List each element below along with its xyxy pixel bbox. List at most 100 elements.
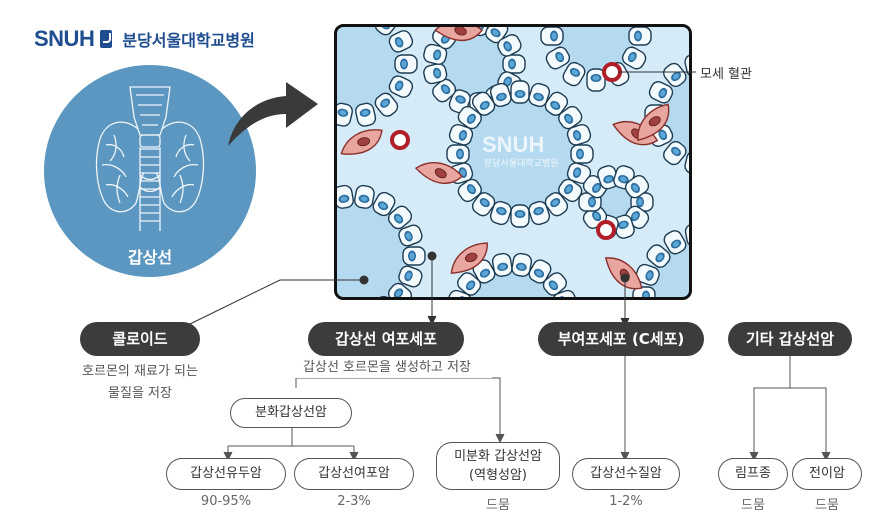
- parafollicular-cell-pill: 부여포세포 (C세포): [538, 322, 704, 356]
- metastatic-cancer-pill: 전이암: [792, 458, 862, 490]
- follicular-cell: [354, 184, 375, 209]
- follicular-cell: [528, 200, 551, 226]
- c-cell: [340, 129, 383, 155]
- follicular-cell-desc: 갑상선 호르몬을 생성하고 저장: [282, 358, 492, 378]
- follicular-cell: [374, 92, 399, 117]
- follicular-cell: [597, 165, 619, 190]
- follicular-cell: [448, 89, 471, 114]
- watermark-brand: SNUH: [482, 132, 544, 157]
- follicular-cell: [472, 259, 496, 284]
- follicular-cell: [457, 178, 482, 203]
- follicular-cell: [457, 105, 482, 130]
- medullary-rate: 1-2%: [609, 494, 643, 509]
- follicle: [423, 26, 526, 116]
- follicle: [447, 252, 577, 298]
- lymphoma-rate: 드뭄: [741, 498, 765, 513]
- follicular-cell: [336, 102, 353, 127]
- capillary: [596, 220, 616, 240]
- other-cancer-pill: 기타 갑상선암: [728, 322, 852, 356]
- follicular-cell: [471, 91, 496, 116]
- follicular-cell: [558, 105, 583, 130]
- follicular-cell: [388, 30, 414, 53]
- follicular-cell: [432, 78, 457, 103]
- follicular-cancer-pill: 갑상선여포암: [294, 458, 414, 490]
- anaplastic-rate: 드뭄: [486, 498, 510, 513]
- follicular-cell: [510, 80, 530, 104]
- follicular-cell: [387, 205, 413, 230]
- watermark-name: 분당서울대학교병원: [484, 158, 559, 168]
- follicular-cell: [489, 82, 512, 108]
- follicular-cell: [628, 26, 652, 46]
- c-cell: [414, 162, 464, 184]
- follicle: [446, 80, 594, 228]
- follicular-cell: [648, 81, 674, 104]
- follicular-cell: [621, 46, 647, 70]
- follicular-cell: [398, 224, 423, 247]
- follicular-cell: [372, 191, 396, 217]
- follicular-cell: [684, 222, 690, 247]
- logo-brand: SNUH: [34, 26, 95, 51]
- follicular-cell: [613, 214, 635, 239]
- follicular-cell: [398, 265, 423, 288]
- anaplastic-name-line2: (역형성암): [469, 468, 527, 483]
- follicular-cell: [663, 141, 687, 166]
- follicular-cell: [497, 34, 522, 57]
- c-cell: [450, 242, 488, 274]
- follicular-cell: [446, 144, 470, 164]
- follicular-cell: [646, 244, 671, 268]
- follicular-cell: [566, 162, 592, 185]
- follicular-cancer-rate: 2-3%: [337, 494, 371, 509]
- follicular-cell: [663, 62, 687, 87]
- follicular-cell: [471, 192, 496, 217]
- follicular-cell-pill: 갑상선 여포세포: [308, 322, 464, 356]
- differentiated-cancer-pill: 분화갑상선암: [230, 398, 352, 428]
- colloid-desc-line1: 호르몬의 재료가 되는: [82, 364, 198, 379]
- follicular-cell: [544, 192, 569, 217]
- follicular-cell: [355, 102, 377, 127]
- zoom-arrow-icon: [222, 72, 322, 152]
- follicular-cell: [489, 200, 512, 226]
- capillary: [390, 130, 410, 150]
- follicular-cell: [545, 46, 571, 70]
- c-cell: [434, 26, 484, 41]
- follicular-cell: [586, 68, 606, 92]
- follicular-cell: [491, 252, 513, 277]
- follicular-cell: [336, 184, 354, 209]
- papillary-cancer-pill: 갑상선유두암: [166, 458, 286, 490]
- follicle: [336, 26, 418, 127]
- follicle: [578, 165, 654, 239]
- follicular-cell: [542, 272, 567, 296]
- follicular-cell: [485, 26, 509, 44]
- logo-hospital-name: 분당서울대학교병원: [122, 31, 255, 50]
- capillary-label: 모세 혈관: [700, 67, 752, 82]
- follicular-cell: [423, 63, 448, 85]
- follicular-cell: [570, 144, 594, 164]
- follicle: [336, 184, 426, 298]
- watermark: SNUH 분당서울대학교병원: [482, 132, 559, 168]
- colloid-pill: 콜로이드: [80, 322, 200, 356]
- follicular-cell: [624, 175, 650, 199]
- c-cell: [637, 103, 670, 142]
- follicular-cell: [635, 263, 660, 286]
- thyroid-label: 갑상선: [127, 248, 173, 267]
- colloid-desc-line2: 물질을 저장: [108, 386, 172, 401]
- follicular-cell: [388, 75, 414, 98]
- follicular-cell: [528, 82, 551, 108]
- follicular-cell: [448, 123, 474, 146]
- microscopic-view: SNUH 분당서울대학교병원: [334, 24, 692, 300]
- follicular-cell: [394, 54, 418, 74]
- lymphoma-pill: 림프종: [718, 458, 788, 490]
- anaplastic-cancer-pill: 미분화 갑상선암 (역형성암): [436, 442, 560, 490]
- papillary-rate: 90-95%: [200, 494, 252, 509]
- anaplastic-name-line1: 미분화 갑상선암: [454, 449, 542, 464]
- follicular-cell: [457, 272, 482, 296]
- medullary-cancer-pill: 갑상선수질암: [572, 458, 680, 490]
- metastatic-rate: 드뭄: [815, 498, 839, 513]
- hospital-logo: SNUH 분당서울대학교병원: [34, 26, 255, 52]
- follicular-cell: [510, 204, 530, 228]
- follicular-cell: [402, 246, 426, 266]
- logo-mark-icon: [100, 30, 113, 48]
- follicular-cell: [544, 91, 569, 116]
- follicular-cell: [423, 43, 448, 65]
- follicular-cell: [566, 123, 592, 146]
